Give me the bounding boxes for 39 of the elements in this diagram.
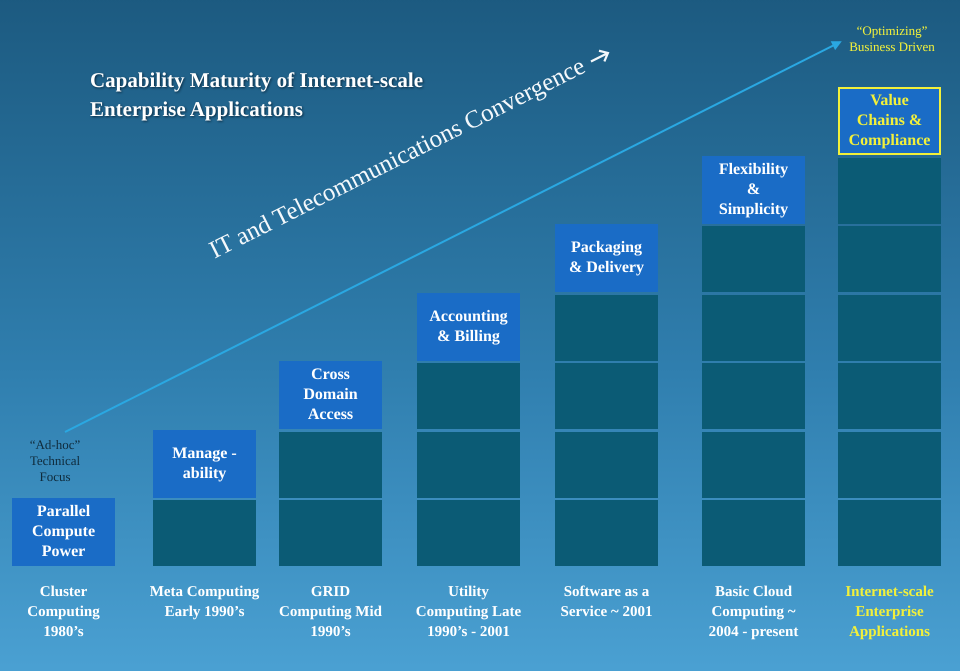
stack-block	[838, 226, 941, 292]
stack-block	[838, 432, 941, 498]
stack-block	[153, 500, 256, 566]
stack-block	[838, 500, 941, 566]
era-label: Utility Computing Late 1990’s - 2001	[414, 583, 522, 642]
stack-block	[279, 432, 382, 498]
capability-block: Accounting & Billing	[417, 292, 520, 360]
stack-block	[279, 500, 382, 566]
era-label: GRID Computing Mid 1990’s	[278, 583, 383, 642]
stack-block	[702, 226, 805, 292]
stack-block	[702, 294, 805, 360]
stack-block	[555, 432, 658, 498]
capability-block: Manage -ability	[153, 430, 256, 498]
stack-block	[417, 363, 520, 429]
era-label: Software as a Service ~ 2001	[560, 583, 654, 622]
capability-block: Cross Domain Access	[279, 361, 382, 429]
stack-block	[417, 432, 520, 498]
stack-block	[702, 432, 805, 498]
stage-note: “Optimizing” Business Driven	[836, 8, 948, 70]
diagram-title: Capability Maturity of Internet-scale Enterprise Applications	[90, 67, 424, 123]
era-label: Internet-scale Enterprise Applications	[844, 583, 935, 642]
capability-block: Packaging & Delivery	[555, 224, 658, 292]
stack-block	[555, 294, 658, 360]
stack-block	[702, 500, 805, 566]
stack-block	[702, 363, 805, 429]
capability-block: Flexibility & Simplicity	[702, 156, 805, 224]
stack-block	[838, 158, 941, 224]
stack-block	[417, 500, 520, 566]
stack-block	[555, 500, 658, 566]
stack-block	[555, 363, 658, 429]
capability-block: Value Chains & Compliance	[838, 87, 941, 155]
stack-block	[838, 294, 941, 360]
era-label: Basic Cloud Computing ~ 2004 - present	[708, 583, 800, 642]
era-label: Meta Computing Early 1990’s	[148, 583, 260, 622]
stack-block	[838, 363, 941, 429]
stage-note: “Ad-hoc” Technical Focus	[14, 432, 96, 490]
trend-arrow	[64, 41, 842, 433]
capability-block: Parallel Compute Power	[12, 498, 115, 566]
era-label: Cluster Computing 1980’s	[26, 583, 101, 642]
